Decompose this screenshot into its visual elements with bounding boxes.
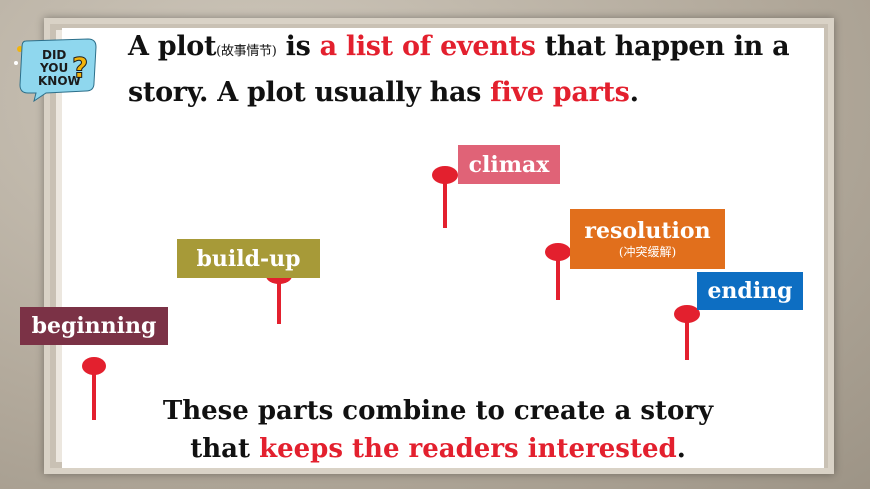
summary-line-1: These parts combine to create a story bbox=[162, 396, 714, 426]
label-beginning: beginning bbox=[20, 307, 168, 345]
intro-highlight-five-parts: five parts bbox=[490, 77, 630, 108]
intro-highlight-events: a list of events bbox=[319, 31, 536, 62]
badge-did: DID bbox=[42, 48, 66, 62]
beginning-pin-icon bbox=[82, 357, 106, 420]
badge-question-mark: ? bbox=[72, 51, 88, 84]
intro-is: is bbox=[276, 31, 320, 62]
label-buildup: build-up bbox=[177, 239, 320, 278]
label-resolution: resolution (冲突缓解) bbox=[570, 209, 725, 269]
intro-period: . bbox=[629, 77, 639, 108]
label-climax: climax bbox=[458, 145, 560, 184]
summary-highlight: keeps the readers interested bbox=[259, 434, 677, 464]
badge-you: YOU bbox=[39, 61, 68, 75]
did-you-know-badge: DID YOU KNOW ? bbox=[14, 38, 97, 103]
ending-pin-icon bbox=[674, 305, 700, 360]
summary-line-2-prefix: that bbox=[190, 434, 260, 464]
climax-pin-icon bbox=[432, 166, 458, 228]
intro-middle: that happen in a story. A plot usually h… bbox=[128, 31, 790, 108]
summary-line-2-suffix: . bbox=[676, 434, 686, 464]
intro-plot: A plot bbox=[128, 31, 217, 62]
resolution-pin-icon bbox=[545, 243, 571, 300]
summary-line-2: that keeps the readers interested. bbox=[148, 430, 728, 468]
label-resolution-text: resolution bbox=[584, 218, 711, 244]
label-resolution-note: (冲突缓解) bbox=[618, 245, 677, 259]
intro-plot-note: (故事情节) bbox=[216, 44, 277, 59]
summary-text: These parts combine to create a story th… bbox=[148, 392, 728, 468]
intro-paragraph: A plot(故事情节) is a list of events that ha… bbox=[128, 26, 828, 113]
label-ending: ending bbox=[697, 272, 803, 310]
badge-know: KNOW bbox=[38, 74, 81, 88]
